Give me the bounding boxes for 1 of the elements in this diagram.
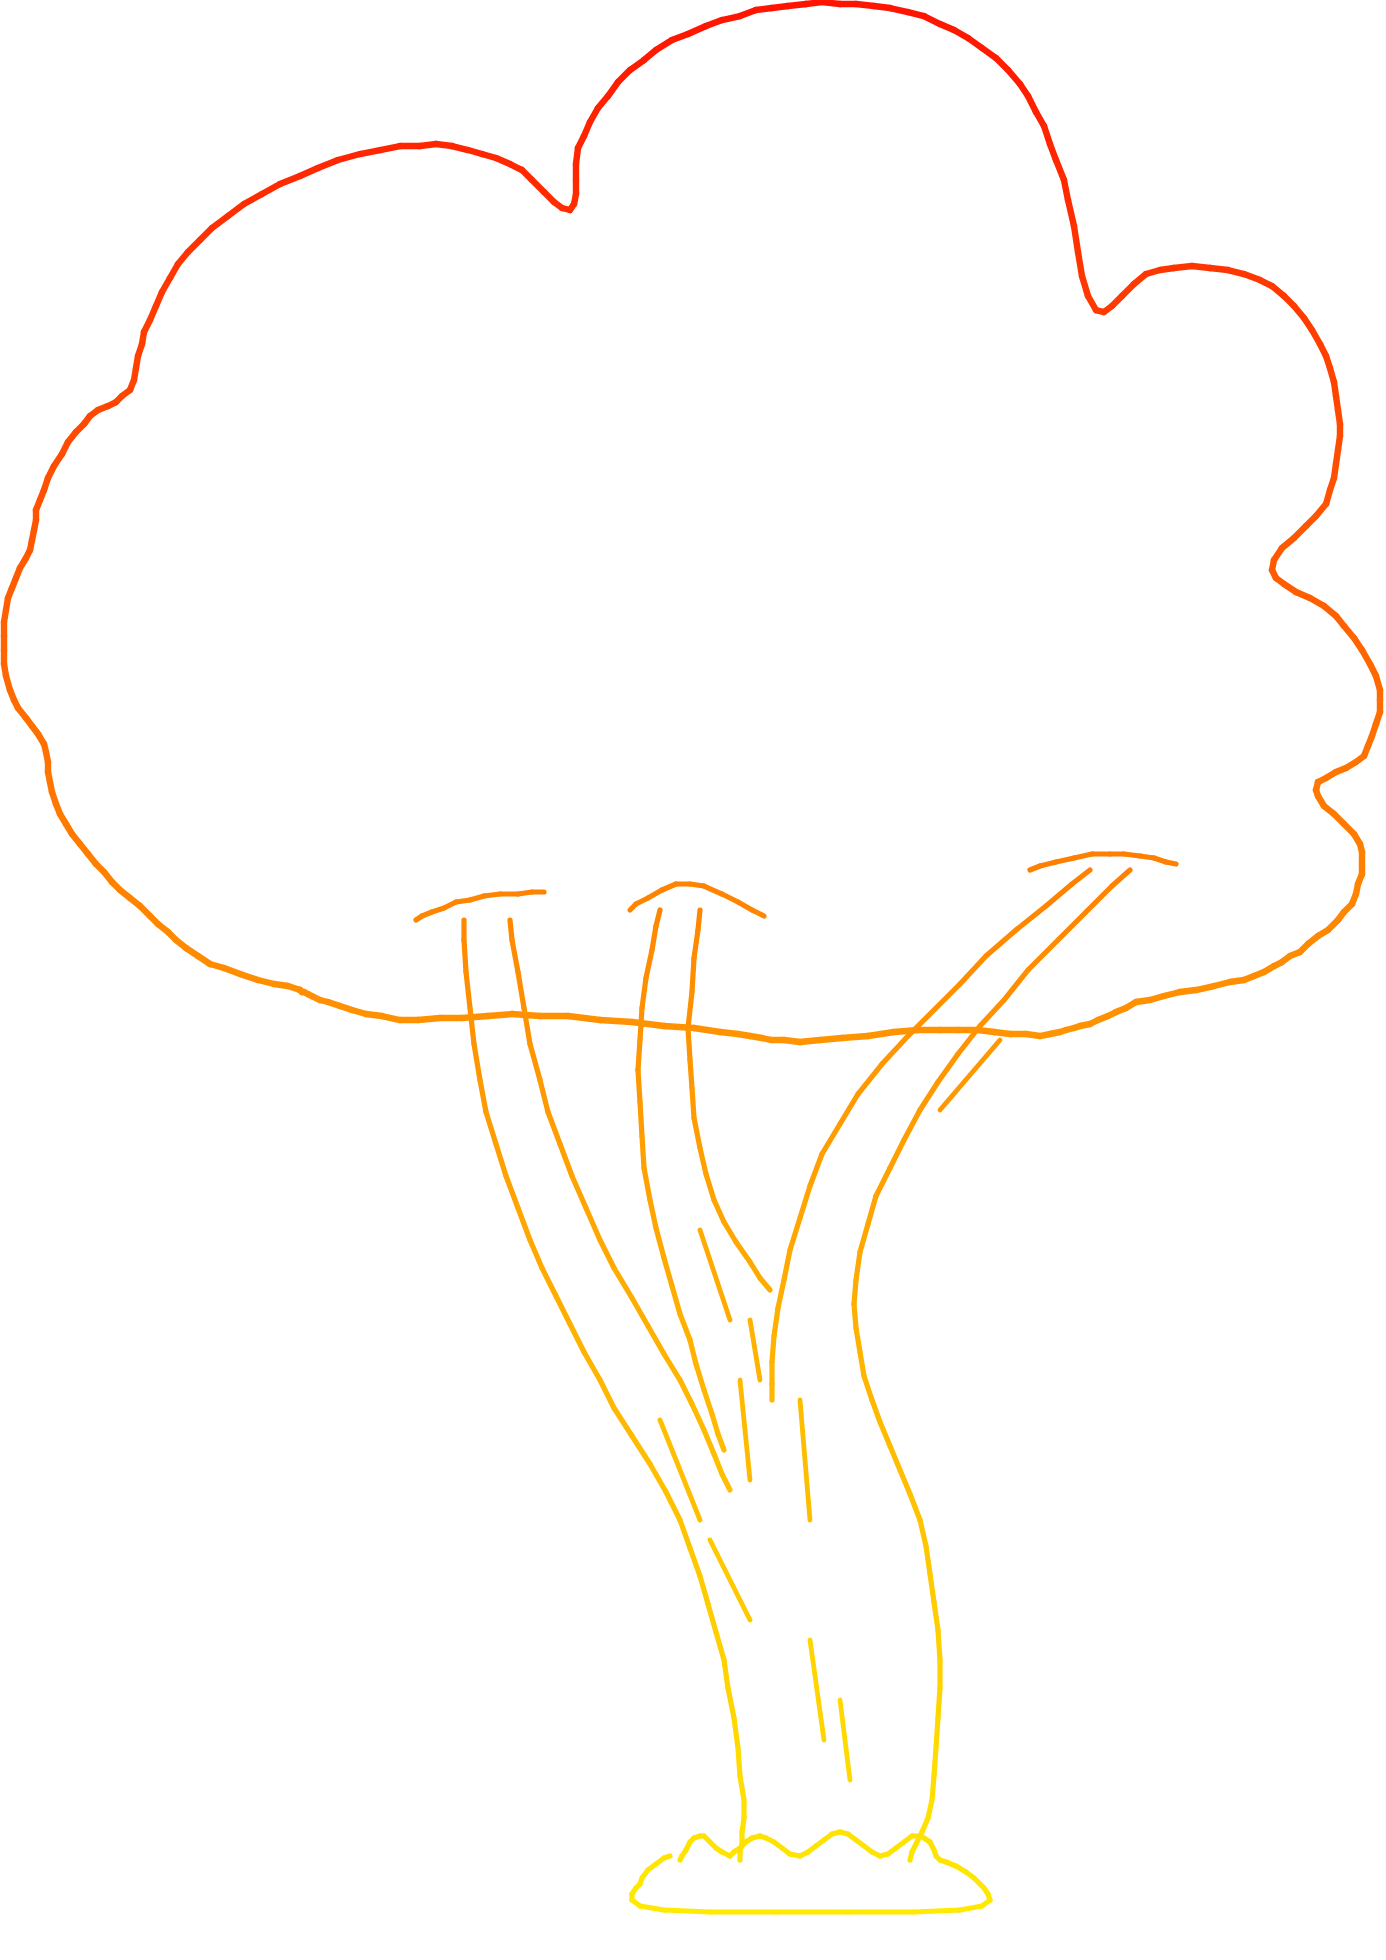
tree-drawing [0,0,1384,1915]
